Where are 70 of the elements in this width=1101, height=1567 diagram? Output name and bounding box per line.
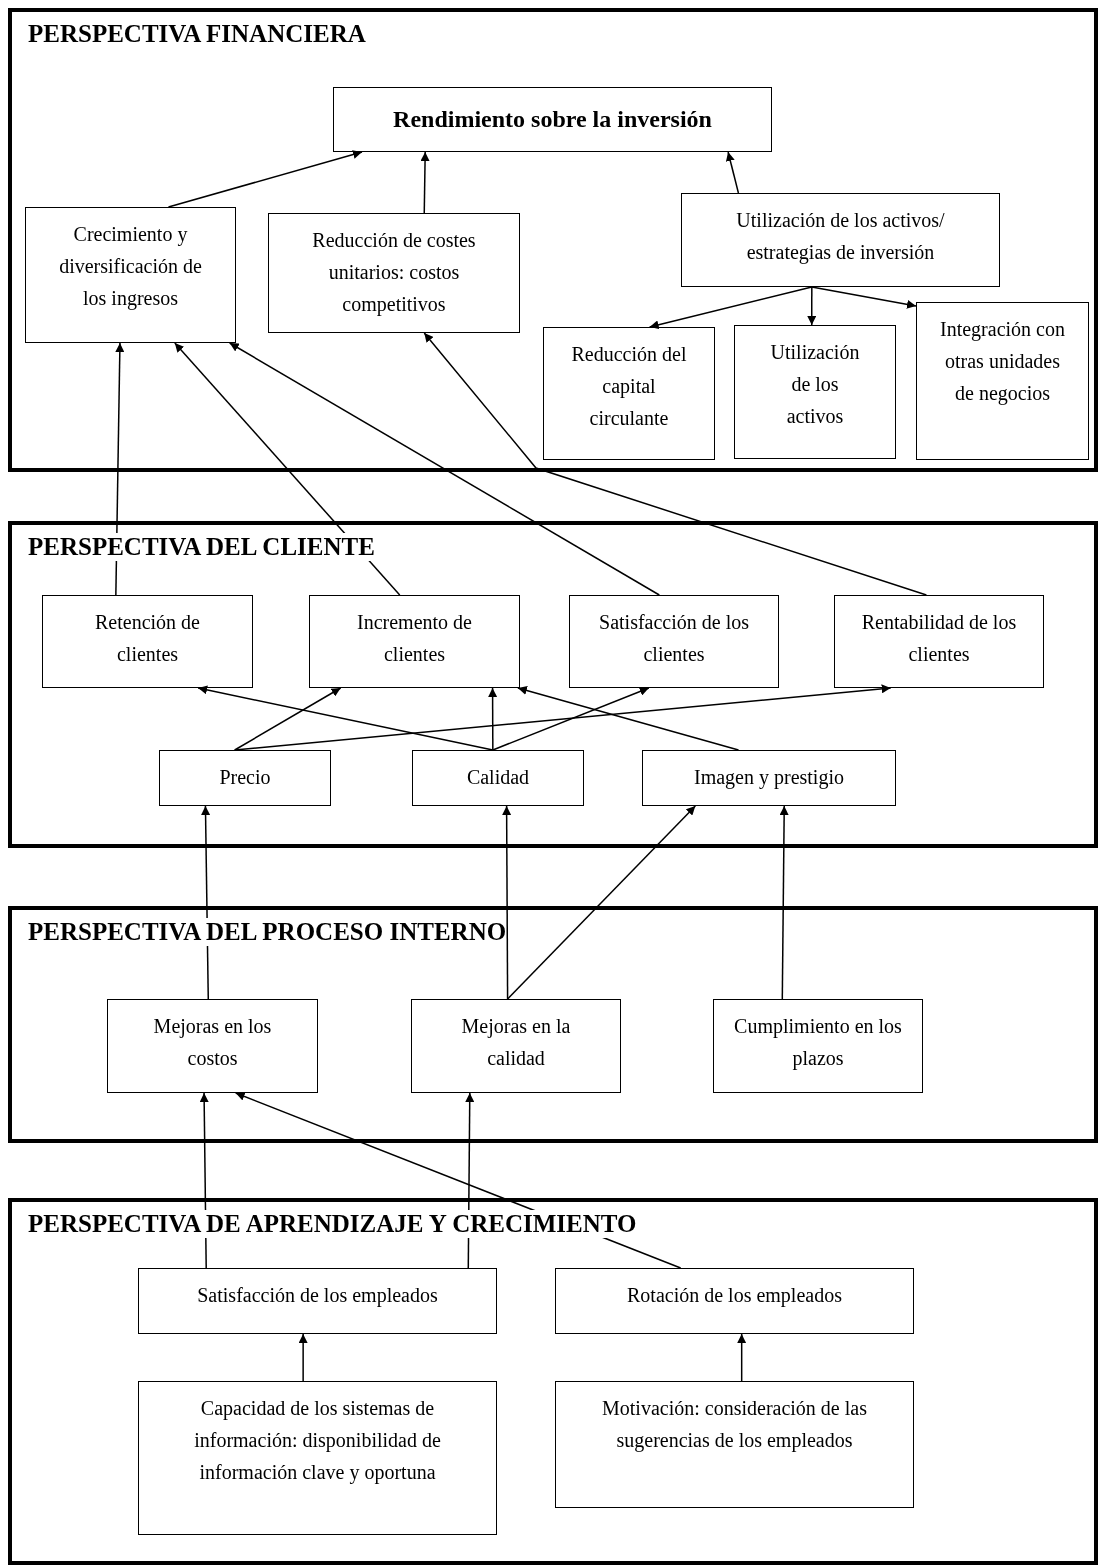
arrow (167, 150, 363, 208)
objective-text: Motivación: consideración de las sugerencias de los empleados (601, 1396, 868, 1454)
objective-box (159, 750, 331, 806)
panel-title: PERSPECTIVA DEL CLIENTE (28, 533, 375, 561)
objective-box (42, 595, 253, 688)
objective-text: Rotación de los empleados (627, 1283, 842, 1309)
objective-text: Cumplimiento en los plazos (734, 1014, 902, 1072)
perspective-panel (8, 521, 1098, 848)
arrow (517, 686, 740, 751)
panel-title: PERSPECTIVA DE APRENDIZAJE Y CRECIMIENTO (28, 1210, 637, 1238)
arrow (502, 805, 512, 1000)
objective-text: Crecimiento y diversificación de los ingresos (58, 222, 203, 312)
objective-text: Satisfacción de los empleados (197, 1283, 438, 1309)
objective-box (681, 193, 1000, 287)
objective-box (713, 999, 923, 1093)
arrow (506, 805, 697, 1000)
objective-box (555, 1381, 914, 1508)
arrow (233, 684, 892, 751)
objective-text: Incremento de clientes (356, 610, 473, 667)
objective-text: Rendimiento sobre la inversión (393, 105, 712, 135)
objective-text: Utilización de los activos (769, 340, 861, 429)
objective-text: Utilización de los activos/ estrategias de inversión (735, 208, 946, 266)
arrow (779, 805, 789, 1000)
arrow (174, 342, 401, 596)
arrow (488, 687, 498, 751)
objective-text: Imagen y prestigio (694, 765, 844, 791)
objective-box (411, 999, 621, 1093)
objective-box (25, 207, 236, 343)
objective-box (834, 595, 1044, 688)
objective-text: Reducción del capital circulante (570, 342, 688, 431)
arrow (737, 1333, 747, 1382)
objective-text: Integración con otras unidades de negocios (939, 317, 1066, 407)
objective-text: Reducción de costes unitarios: costos competitivos (311, 228, 477, 318)
perspective-panel (8, 906, 1098, 1143)
arrow (811, 286, 917, 309)
objective-box (734, 325, 896, 459)
arrow (423, 332, 928, 596)
objective-box (569, 595, 779, 688)
arrow (228, 342, 661, 596)
objective-text: Rentabilidad de los clientes (860, 610, 1018, 667)
perspective-panel (8, 1198, 1098, 1565)
objective-text: Precio (219, 765, 271, 790)
objective-box (412, 750, 584, 806)
objective-box (555, 1268, 914, 1334)
objective-box (543, 327, 715, 460)
arrow (420, 151, 430, 214)
panel-title: PERSPECTIVA DEL PROCESO INTERNO (28, 918, 507, 946)
arrow (807, 286, 817, 326)
objective-box (268, 213, 520, 333)
objective-text: Mejoras en los costos (152, 1014, 273, 1071)
arrow (298, 1333, 308, 1382)
objective-text: Mejoras en la calidad (460, 1014, 572, 1071)
objective-box (138, 1268, 497, 1334)
arrow (197, 685, 494, 751)
arrow (233, 687, 342, 751)
arrow (648, 286, 813, 330)
arrow (492, 687, 650, 751)
objective-text: Retención de clientes (94, 610, 201, 667)
objective-text: Calidad (466, 765, 530, 790)
objective-text: Satisfacción de los clientes (598, 610, 750, 667)
objective-box (642, 750, 896, 806)
objective-box (138, 1381, 497, 1535)
objective-text: Capacidad de los sistemas de información: disponibilidad de información clave y oportuna (193, 1396, 442, 1486)
perspective-panel (8, 8, 1098, 472)
arrow (115, 342, 125, 596)
objective-box (309, 595, 520, 688)
objective-box (107, 999, 318, 1093)
arrow (725, 151, 740, 194)
objective-box (916, 302, 1089, 460)
objective-box (333, 87, 772, 152)
